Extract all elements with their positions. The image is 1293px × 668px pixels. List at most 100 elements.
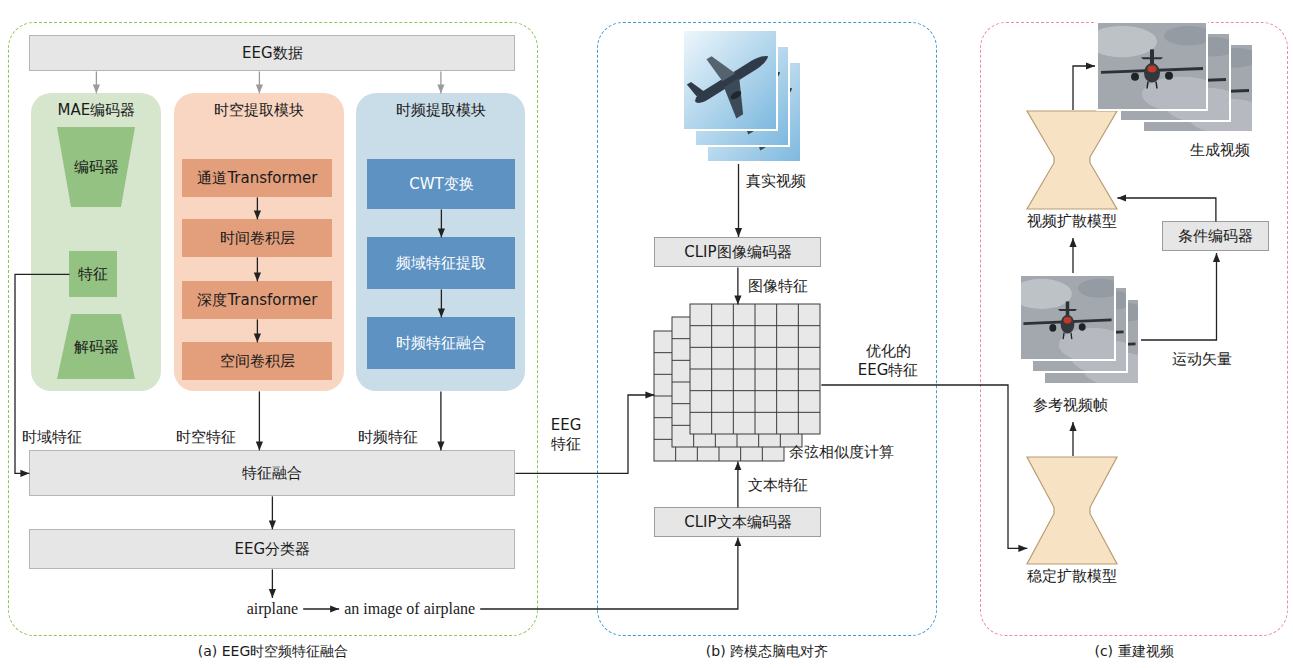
image-caption: 真实视频: [746, 172, 806, 191]
flow-arrow: [821, 385, 1027, 548]
diffusion-hourglass: 视频扩散模型: [1027, 111, 1117, 209]
node-label: 解码器: [74, 338, 119, 357]
classifier-bar: EEG分类器: [29, 529, 515, 569]
data-bar: EEG数据: [29, 35, 515, 71]
step-box: 时频特征融合: [367, 317, 515, 369]
reference-video-frames: [1011, 275, 1152, 386]
matrix-line: [690, 369, 820, 370]
flow-arrow: [1117, 198, 1216, 221]
module-title: 时空提取模块: [174, 101, 344, 120]
node-label: EEG分类器: [235, 540, 311, 559]
image-caption: 参考视频帧: [1033, 396, 1108, 415]
video-frame: [1011, 275, 1128, 362]
connectors: [15, 71, 1216, 548]
matrix-layer: [690, 304, 820, 434]
encoder-box: CLIP文本编码器: [654, 507, 821, 537]
module-panel: 时空提取模块通道Transformer 时间卷积层深度Transformer 空间卷…: [174, 93, 344, 391]
decoder-trapezoid: 解码器: [57, 314, 135, 379]
layer-box: 通道Transformer: [182, 159, 332, 197]
flow-arrow: [1072, 422, 1073, 456]
matrix-frame: [690, 304, 820, 434]
fusion-bar: 特征融合: [29, 450, 515, 496]
flow-arrow: [1073, 66, 1095, 110]
node-label: 特征: [78, 265, 108, 284]
node-label: 通道Transformer: [197, 169, 317, 188]
flow-arrow: [272, 496, 273, 529]
similarity-grid: 余弦相似度计算: [654, 304, 821, 461]
flow-arrow: [441, 209, 442, 237]
matrix-line: [690, 347, 820, 348]
node-label: 时频特征融合: [396, 334, 486, 353]
flow-arrow: [515, 395, 654, 473]
module-title: 时频提取模块: [356, 101, 525, 120]
frame-edge: [1097, 22, 1207, 110]
flow-arrow: [737, 267, 738, 304]
hourglass-outline: [1027, 111, 1117, 209]
class-word: airplane: [247, 599, 299, 619]
flow-arrow: [303, 608, 339, 609]
node-label: 时间卷积层: [220, 229, 295, 248]
hourglass-outline: [1027, 457, 1117, 564]
flow-arrow: [440, 71, 441, 93]
video-frame: [679, 30, 787, 132]
flow-arrow: [441, 289, 442, 317]
panel-caption: (a) EEG时空频特征融合: [198, 643, 349, 661]
node-label: CLIP图像编码器: [684, 243, 791, 262]
flow-arrow: [1072, 238, 1073, 273]
node-label: 条件编码器: [1178, 227, 1253, 246]
matrix-line: [690, 391, 820, 392]
image-caption: 生成视频: [1190, 141, 1250, 160]
layer-box: 时间卷积层: [182, 219, 332, 257]
step-box: CWT变换: [367, 159, 515, 209]
trapezoid-shape: [57, 127, 135, 207]
node-label: 特征融合: [242, 464, 302, 483]
encoder-box: 条件编码器: [1162, 221, 1269, 251]
node-label: EEG数据: [242, 44, 303, 63]
panel-caption: (b) 跨模态脑电对齐: [706, 643, 828, 661]
layer-box: 空间卷积层: [182, 342, 332, 380]
feature-box: 特征: [69, 251, 117, 297]
flow-arrow: [259, 391, 260, 450]
edge-label: 图像特征: [748, 277, 808, 296]
diffusion-hourglass: 稳定扩散模型: [1027, 457, 1117, 564]
flow-arrow: [257, 319, 258, 342]
layer-box: 深度Transformer: [182, 281, 332, 319]
node-label: CWT变换: [409, 175, 473, 194]
flow-arrow: [272, 569, 273, 598]
frame-edge: [683, 30, 777, 130]
edge-label: EEG 特征: [546, 416, 586, 454]
flow-arrow: [737, 461, 738, 507]
edge-note: 运动矢量: [1172, 350, 1232, 369]
edge-label: 优化的 EEG特征: [850, 342, 926, 380]
trapezoid-shape: [57, 314, 135, 379]
edge-label: 时频特征: [358, 428, 418, 447]
flow-arrow: [259, 71, 260, 93]
node-label: 稳定扩散模型: [1027, 567, 1117, 586]
flow-arrow: [257, 197, 258, 219]
prompt-text: an image of airplane: [344, 599, 475, 619]
panel: (a) EEG时空频特征融合EEG数据MAE编码器编码器特征解码器时空提取模块通…: [8, 22, 538, 636]
node-label: CLIP文本编码器: [684, 513, 791, 532]
node-label: 深度Transformer: [197, 291, 317, 310]
edge-label: 时空特征: [176, 428, 236, 447]
edge-label: 时域特征: [22, 428, 82, 447]
encoder-box: CLIP图像编码器: [654, 237, 821, 267]
flow-arrow: [440, 391, 441, 450]
node-label: 余弦相似度计算: [789, 443, 894, 462]
flow-arrow: [96, 71, 97, 93]
node-label: 视频扩散模型: [1027, 212, 1117, 231]
matrix-line: [690, 326, 820, 327]
panel-caption: (c) 重建视频: [1094, 643, 1173, 661]
flow-arrow: [257, 257, 258, 281]
hourglass-shape: [1027, 111, 1117, 209]
module-panel: 时频提取模块 CWT变换频域特征提取时频特征融合: [356, 93, 525, 391]
video-frame: [1087, 22, 1222, 112]
node-label: 编码器: [74, 158, 119, 177]
encoder-trapezoid: 编码器: [57, 127, 135, 207]
flow-arrow: [480, 537, 738, 609]
grid-outline: [654, 304, 821, 461]
edge-label: 文本特征: [748, 476, 808, 495]
node-label: 空间卷积层: [220, 352, 295, 371]
node-label: 频域特征提取: [396, 254, 486, 273]
module-title: MAE编码器: [31, 101, 161, 120]
